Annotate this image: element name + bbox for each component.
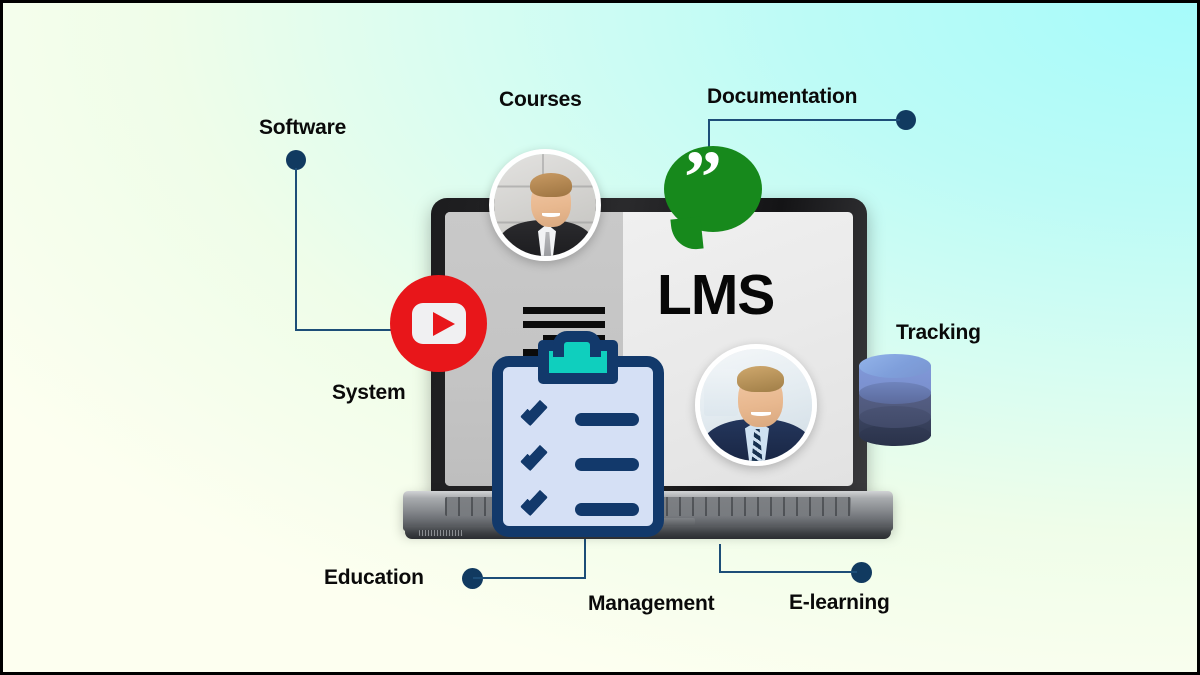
clipboard-check-3 — [520, 487, 548, 517]
screen-text-line — [523, 307, 605, 314]
database-cap-ellipse — [859, 354, 931, 378]
connector-line-software-vertical — [295, 168, 297, 331]
clipboard-line-3 — [575, 503, 639, 516]
connector-line-education-horizontal — [473, 577, 586, 579]
laptop-vent — [419, 530, 463, 536]
database-cylinder-icon — [859, 354, 931, 446]
connector-dot-education — [462, 568, 483, 589]
clipboard-clip-top — [553, 331, 601, 357]
label-courses: Courses — [499, 88, 582, 111]
connector-line-elearning-horizontal — [719, 571, 857, 573]
connector-line-elearning-vertical — [719, 544, 721, 572]
avatar-bottom-hair — [737, 366, 784, 392]
connector-line-documentation-horizontal — [708, 119, 900, 121]
label-software: Software — [259, 116, 347, 139]
label-management: Management — [588, 592, 715, 615]
quotation-mark-glyph: ” — [684, 136, 722, 220]
avatar-top-smile — [542, 213, 560, 217]
clipboard-line-1 — [575, 413, 639, 426]
play-button-inner-rect — [412, 303, 466, 344]
clipboard-checklist-icon — [492, 331, 664, 537]
play-triangle-glyph — [433, 312, 455, 336]
avatar-top-tie — [543, 232, 552, 256]
label-documentation: Documentation — [707, 85, 858, 108]
connector-dot-documentation — [896, 110, 916, 130]
label-tracking: Tracking — [896, 321, 981, 344]
clipboard-line-2 — [575, 458, 639, 471]
connector-line-documentation-vertical — [708, 119, 710, 165]
avatar-top — [489, 149, 601, 261]
label-elearning: E-learning — [789, 591, 890, 614]
avatar-bottom-tie — [751, 429, 763, 461]
avatar-bottom-smile — [751, 412, 771, 416]
clipboard-check-1 — [520, 397, 548, 427]
connector-dot-software — [286, 150, 306, 170]
label-system: System — [332, 381, 406, 404]
database-middle-ellipse — [859, 406, 931, 428]
avatar-bottom — [695, 344, 817, 466]
play-button-icon[interactable] — [390, 275, 487, 372]
database-base-ellipse — [859, 424, 931, 446]
screen-text-line — [523, 321, 605, 328]
connector-dot-elearning — [851, 562, 872, 583]
label-education: Education — [324, 566, 424, 589]
connector-line-education-vertical — [584, 533, 586, 578]
clipboard-check-2 — [520, 442, 548, 472]
avatar-top-hair — [530, 173, 572, 197]
screen-lms-title: LMS — [657, 263, 775, 327]
connector-line-software-horizontal — [295, 329, 400, 331]
database-top-ellipse — [859, 382, 931, 404]
speech-bubble-icon: ” — [664, 140, 762, 232]
